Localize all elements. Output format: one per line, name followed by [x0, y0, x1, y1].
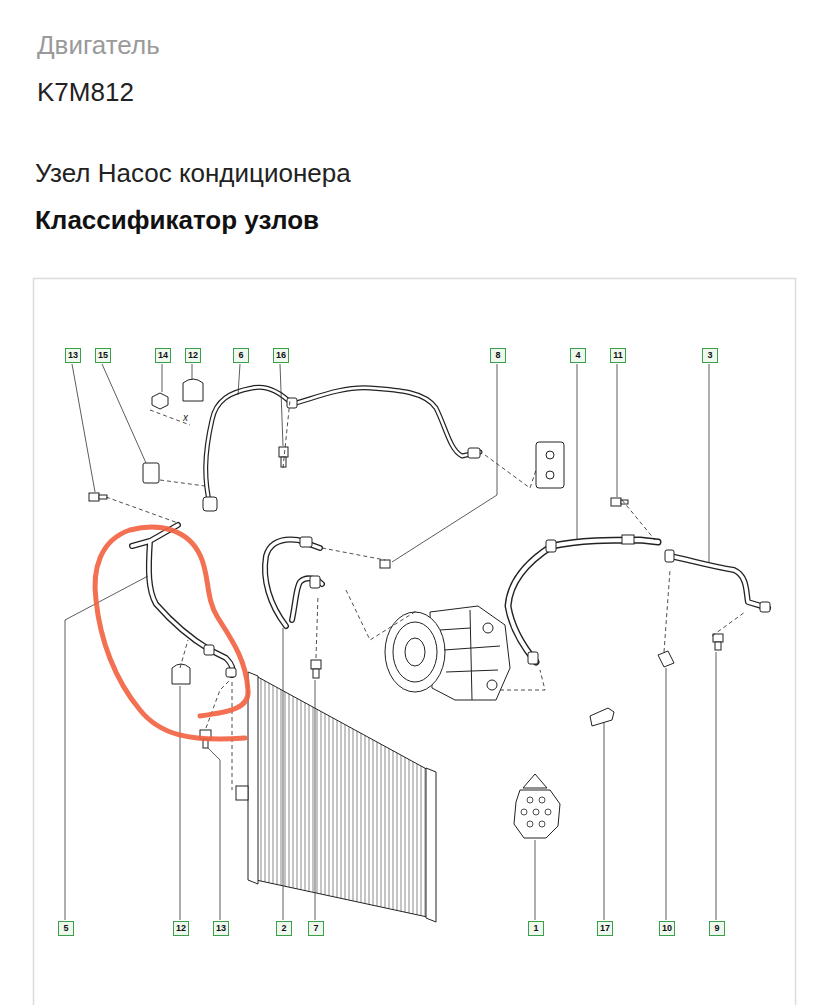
- callout-number: 13: [65, 348, 81, 363]
- callout-number: 16: [273, 348, 289, 363]
- callout-number: 3: [702, 348, 718, 363]
- callout-number: 12: [173, 921, 189, 936]
- callout-number: 13: [213, 921, 229, 936]
- callout-number: 17: [597, 921, 613, 936]
- callout-number: 1: [528, 921, 544, 936]
- callout-number: 14: [155, 348, 171, 363]
- callout-number: 15: [95, 348, 111, 363]
- callout-number: 5: [58, 921, 74, 936]
- engine-code: K7M812: [37, 77, 134, 108]
- callout-number: 9: [709, 921, 725, 936]
- callout-number: 8: [490, 348, 506, 363]
- callout-number: 10: [659, 921, 675, 936]
- callout-number: 11: [610, 348, 626, 363]
- callout-number: 4: [570, 348, 586, 363]
- dimension-mark: x: [183, 412, 188, 423]
- callout-number: 12: [185, 348, 201, 363]
- unit-name: Узел Насос кондиционера: [35, 158, 351, 189]
- section-heading: Классификатор узлов: [35, 205, 319, 236]
- callout-number: 6: [233, 348, 249, 363]
- callout-number: 7: [308, 921, 324, 936]
- callout-number: 2: [276, 921, 292, 936]
- field-name: Двигатель: [37, 30, 160, 61]
